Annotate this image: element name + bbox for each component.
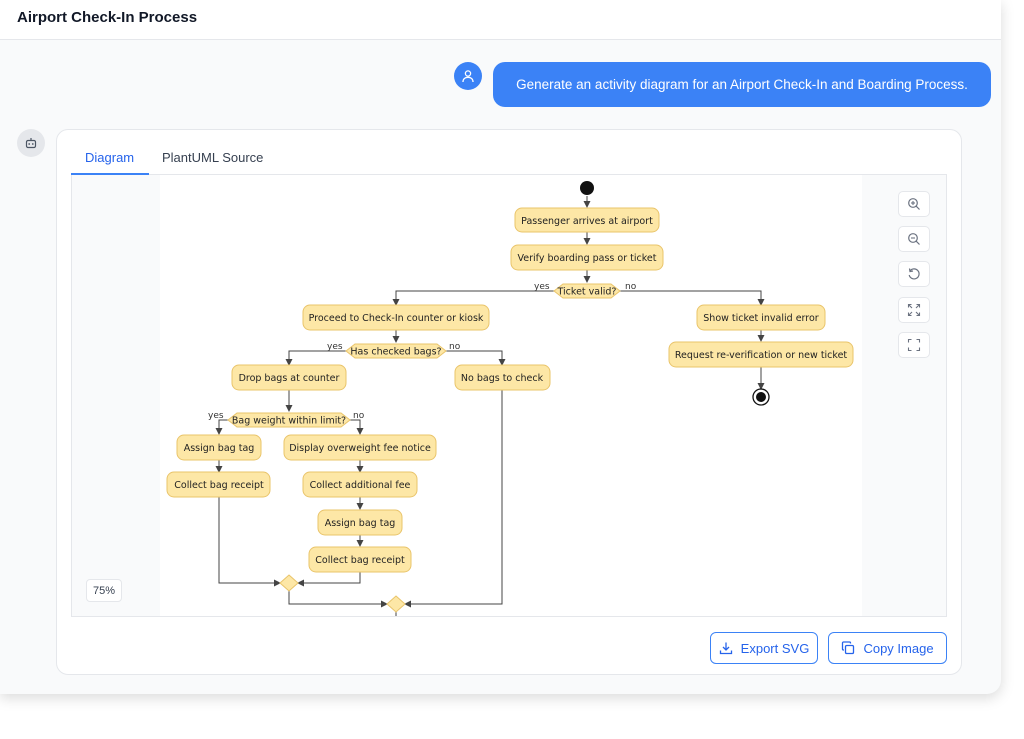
branch-label-no: no	[625, 282, 637, 292]
label-proceed: Proceed to Check-In counter or kiosk	[309, 313, 484, 324]
zoom-level-indicator: 75%	[86, 579, 122, 602]
start-node	[580, 181, 594, 195]
bot-icon	[24, 136, 38, 150]
fit-button[interactable]	[898, 297, 930, 323]
tab-diagram[interactable]: Diagram	[85, 150, 134, 165]
branch-label-yes: yes	[208, 411, 224, 421]
label-receipt-2: Collect bag receipt	[315, 555, 405, 566]
end-node	[753, 389, 769, 405]
label-drop-bags: Drop bags at counter	[239, 373, 340, 384]
label-weight: Bag weight within limit?	[232, 416, 346, 427]
branch-label-no: no	[449, 342, 461, 352]
label-has-bags: Has checked bags?	[350, 347, 441, 358]
fullscreen-button[interactable]	[898, 332, 930, 358]
label-receipt-1: Collect bag receipt	[174, 480, 264, 491]
page-title: Airport Check-In Process	[17, 9, 197, 26]
export-svg-label: Export SVG	[741, 641, 810, 656]
label-collect-fee: Collect additional fee	[310, 480, 411, 491]
reset-icon	[907, 267, 921, 281]
user-message: Generate an activity diagram for an Airp…	[493, 62, 991, 107]
zoom-in-button[interactable]	[898, 191, 930, 217]
label-no-bags: No bags to check	[461, 373, 544, 384]
zoom-in-icon	[907, 197, 921, 211]
branch-label-yes: yes	[327, 342, 343, 352]
branch-label-yes: yes	[534, 282, 550, 292]
merge-node-1	[280, 575, 298, 591]
label-arrive: Passenger arrives at airport	[521, 216, 653, 227]
copy-icon	[841, 641, 855, 655]
label-ticket-valid: Ticket valid?	[557, 287, 617, 298]
export-svg-button[interactable]: Export SVG	[710, 632, 818, 664]
response-card: Diagram PlantUML Source	[56, 129, 962, 675]
tab-plantuml-source[interactable]: PlantUML Source	[162, 150, 263, 165]
label-assign-tag-2: Assign bag tag	[325, 518, 396, 529]
bot-avatar	[17, 129, 45, 157]
label-invalid: Show ticket invalid error	[703, 313, 819, 324]
label-assign-tag-1: Assign bag tag	[184, 443, 255, 454]
user-avatar	[454, 62, 482, 90]
label-overweight: Display overweight fee notice	[289, 443, 431, 454]
diagram-canvas[interactable]: Passenger arrives at airport Verify boar…	[71, 175, 947, 617]
zoom-out-button[interactable]	[898, 226, 930, 252]
header: Airport Check-In Process	[0, 0, 1001, 40]
diagram-area: Passenger arrives at airport Verify boar…	[160, 175, 862, 616]
branch-label-no: no	[353, 411, 365, 421]
label-reverify: Request re-verification or new ticket	[675, 350, 848, 361]
fit-icon	[907, 303, 921, 317]
reset-button[interactable]	[898, 261, 930, 287]
label-verify: Verify boarding pass or ticket	[518, 253, 657, 264]
activity-diagram: Passenger arrives at airport Verify boar…	[160, 175, 862, 616]
user-icon	[461, 69, 475, 83]
zoom-out-icon	[907, 232, 921, 246]
download-icon	[719, 641, 733, 655]
copy-image-button[interactable]: Copy Image	[828, 632, 947, 664]
fullscreen-icon	[907, 338, 921, 352]
app-window: Airport Check-In Process Generate an act…	[0, 0, 1001, 694]
copy-image-label: Copy Image	[863, 641, 933, 656]
merge-node-2	[387, 596, 405, 612]
